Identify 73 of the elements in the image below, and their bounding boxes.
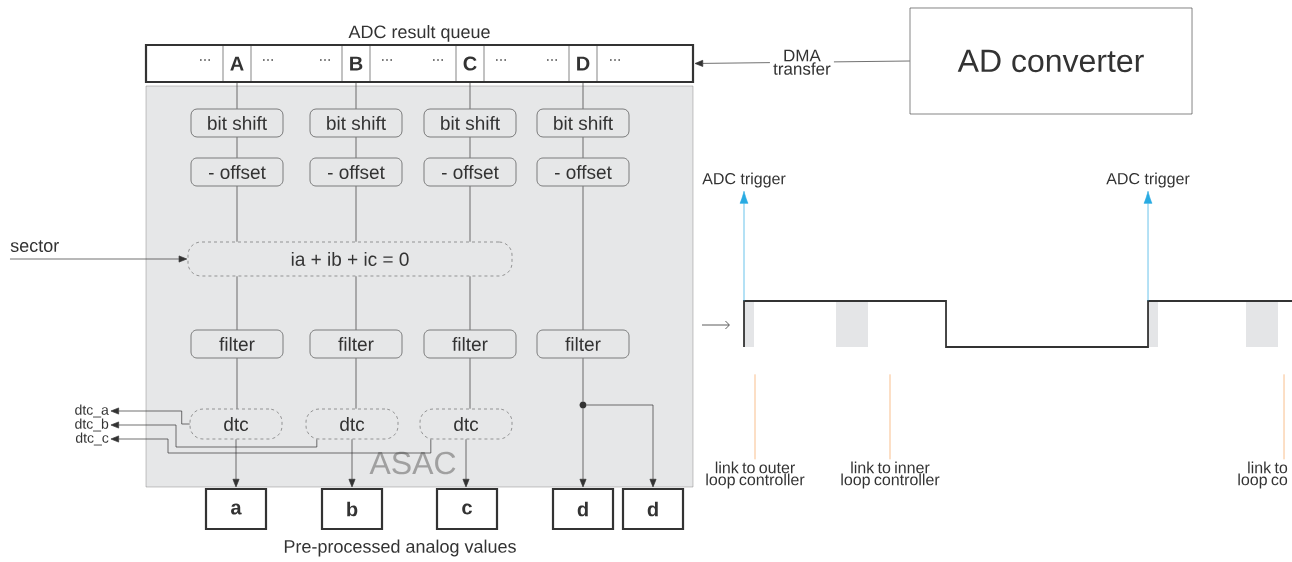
connector (236, 357, 238, 410)
converter-box: AD converter (909, 7, 1193, 115)
timing-waveform-drawing (743, 300, 1292, 348)
connector (355, 275, 357, 331)
arrow (586, 404, 657, 488)
leader-line (1283, 374, 1285, 460)
process-box: - offset (309, 157, 403, 187)
queue-cell: D (568, 44, 598, 83)
output-label: dtc_a (75, 404, 109, 418)
link-label: link to inner loop controller (841, 461, 940, 489)
dashed-process-box: dtc (189, 408, 283, 440)
output-label: dtc_b (75, 418, 109, 432)
connector (582, 81, 584, 110)
arrow (232, 438, 240, 488)
queue-cell: B (341, 44, 371, 83)
trigger-label: ADC trigger (1106, 172, 1190, 188)
connector (236, 136, 238, 159)
process-box: filter (423, 329, 517, 359)
connector (355, 136, 357, 159)
arrow (462, 438, 470, 488)
connector (355, 185, 357, 243)
queue-cell: C (455, 44, 485, 83)
trigger-label: ADC trigger (702, 172, 786, 188)
link-label: link to loop co (1238, 461, 1288, 489)
connector (469, 136, 471, 159)
arrow (110, 435, 432, 454)
connector (355, 357, 357, 410)
arrow (110, 421, 318, 448)
connector (582, 357, 584, 402)
connector (582, 136, 584, 159)
edge-label: DMA transfer (769, 48, 834, 76)
dashed-process-box: ia + ib + ic = 0 (187, 241, 513, 277)
output-box: a (204, 487, 268, 531)
connector (469, 275, 471, 331)
arrow (1143, 191, 1153, 302)
connector (355, 81, 357, 110)
connector (236, 81, 238, 110)
caption: Pre-processed analog values (284, 539, 516, 557)
connector (469, 357, 471, 410)
output-box: d (551, 487, 615, 531)
panel-title: ASAC (369, 451, 456, 475)
arrow (739, 191, 749, 302)
queue-cell: A (222, 44, 252, 83)
arrow (110, 407, 191, 425)
dashed-process-box: dtc (419, 408, 513, 440)
process-box: bit shift (190, 108, 284, 138)
queue-title: ADC result queue (348, 25, 490, 42)
leader-line (754, 374, 756, 460)
output-box: d (621, 487, 685, 531)
process-box: - offset (423, 157, 517, 187)
arrow (348, 438, 356, 488)
process-box: bit shift (536, 108, 630, 138)
process-box: - offset (536, 157, 630, 187)
process-box: filter (536, 329, 630, 359)
leader-line (889, 374, 891, 460)
connector (236, 185, 238, 243)
process-box: - offset (190, 157, 284, 187)
input-label: sector (10, 240, 59, 252)
dashed-process-box: dtc (305, 408, 399, 440)
process-box: filter (309, 329, 403, 359)
output-box: c (435, 487, 499, 531)
connector (236, 275, 238, 331)
arrow (579, 408, 587, 488)
connector (469, 81, 471, 110)
output-box: b (320, 487, 384, 531)
link-label: link to outer loop controller (706, 461, 805, 489)
output-label: dtc_c (75, 432, 109, 446)
connector (582, 185, 584, 331)
process-box: bit shift (423, 108, 517, 138)
connector (469, 185, 471, 243)
arrow (9, 255, 188, 263)
process-box: filter (190, 329, 284, 359)
process-box: bit shift (309, 108, 403, 138)
